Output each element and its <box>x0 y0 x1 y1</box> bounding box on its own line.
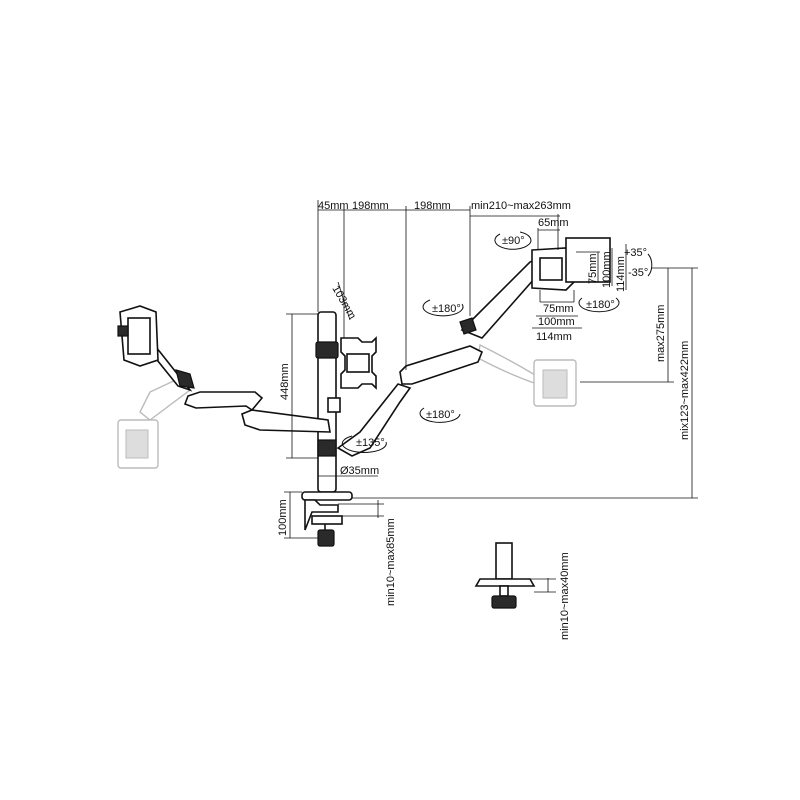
label-grommet-range: min10~max40mm <box>559 552 571 640</box>
label-tilt-up: +35° <box>624 247 647 259</box>
desk-clamp <box>301 491 353 547</box>
left-arm <box>117 305 331 433</box>
label-rot-180-vesa: ±180° <box>586 299 615 311</box>
label-rot-180-upper: ±180° <box>432 303 461 315</box>
label-65mm: 65mm <box>538 217 569 229</box>
ghost-right-arm <box>477 343 577 407</box>
label-rot-180-middle: ±180° <box>426 409 455 421</box>
label-clamp-100mm: 100mm <box>277 499 289 536</box>
label-vesa-75-h: 75mm <box>543 303 574 315</box>
label-45mm: 45mm <box>318 200 349 212</box>
ghost-left-arm <box>117 377 192 469</box>
label-top-range: min210~max263mm <box>471 200 571 212</box>
label-rot-135: ±135° <box>356 437 385 449</box>
rotation-labels: ±90° ±180° ±180° ±180° ±135° +35° -35° <box>356 235 648 449</box>
label-max275mm: max275mm <box>655 305 667 362</box>
label-vesa-100-v: 100mm <box>601 251 613 288</box>
center-vesa-plate <box>340 336 377 390</box>
label-vesa-114-h: 114mm <box>536 331 572 343</box>
dimension-lines <box>284 200 698 593</box>
grommet-detail <box>474 542 536 609</box>
pole <box>315 311 341 493</box>
label-height-range: mix123~max422mm <box>679 341 691 440</box>
label-tilt-down: -35° <box>628 267 648 279</box>
label-rot-90: ±90° <box>502 235 525 247</box>
label-448mm: 448mm <box>279 363 291 400</box>
label-198mm-a: 198mm <box>352 200 389 212</box>
rotation-arcs <box>341 231 653 453</box>
label-vesa-75-v: 75mm <box>587 253 599 284</box>
label-pole-diameter: Ø35mm <box>340 465 379 477</box>
label-vesa-114-v: 114mm <box>615 256 627 292</box>
label-vesa-100-h: 100mm <box>538 316 575 328</box>
label-198mm-b: 198mm <box>414 200 451 212</box>
right-arm <box>336 237 611 457</box>
label-clamp-range: min10~max85mm <box>385 518 397 606</box>
dimension-labels: 45mm 198mm 198mm min210~max263mm 65mm 10… <box>277 200 691 640</box>
